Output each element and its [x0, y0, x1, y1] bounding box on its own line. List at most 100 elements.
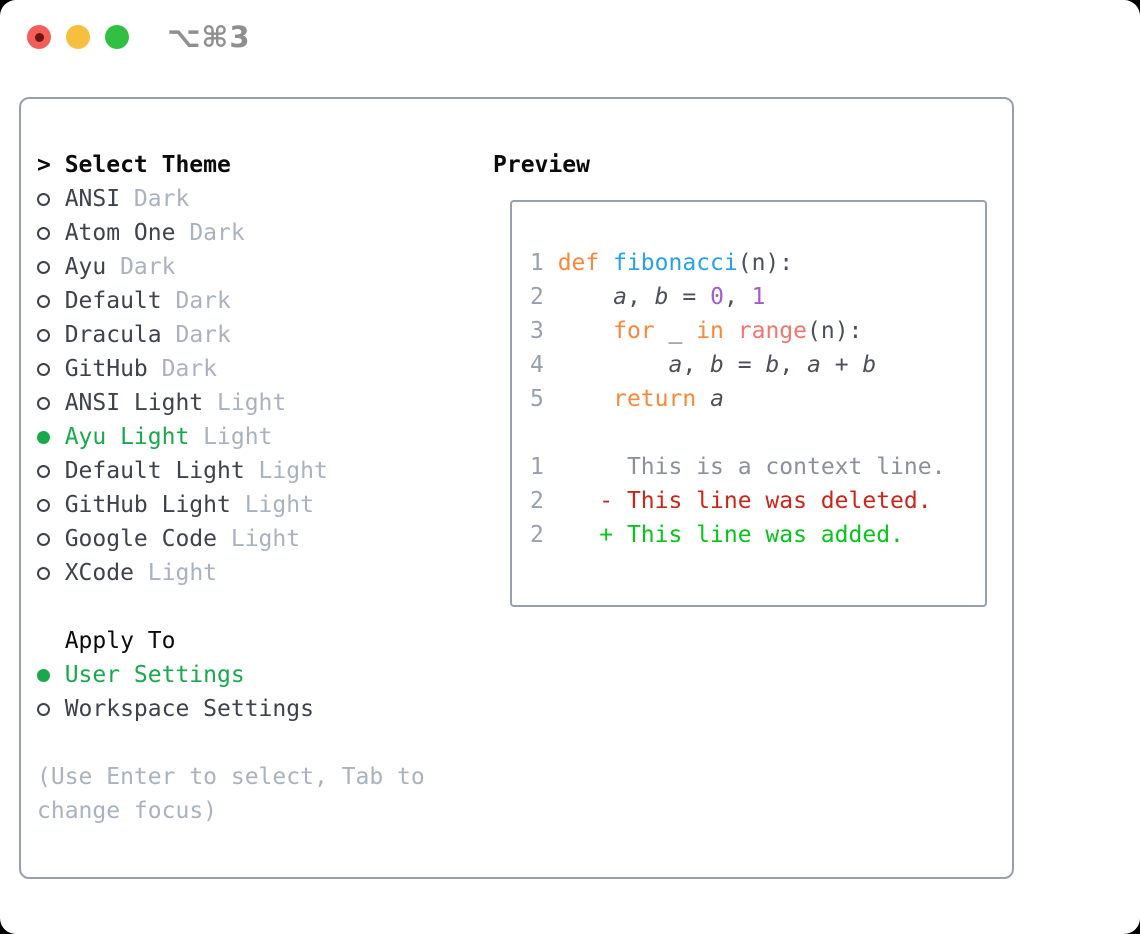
code-segment-plain — [599, 250, 613, 276]
radio-icon — [37, 464, 65, 478]
selected-radio-icon — [37, 430, 65, 444]
code-line: 4 a, b = b, a + b — [530, 348, 985, 382]
code-segment-add: + This line was added. — [599, 522, 904, 548]
radio-circle — [37, 294, 50, 308]
apply-to-option[interactable]: User Settings — [37, 658, 314, 692]
option-label: ANSI Light — [64, 390, 204, 416]
code-segment-numlit: 1 — [751, 284, 766, 310]
option-variant-label: Dark — [175, 220, 245, 246]
radio-circle — [37, 328, 50, 342]
apply-to-option[interactable]: Workspace Settings — [37, 692, 314, 726]
option-label: ANSI — [64, 186, 121, 212]
option-variant-label: Light — [203, 390, 287, 416]
radio-icon — [37, 396, 65, 410]
option-label: GitHub — [64, 356, 148, 382]
code-line — [530, 416, 985, 450]
help-line-1: (Use Enter to select, Tab to — [37, 764, 425, 790]
code-segment-plain: , — [626, 284, 655, 310]
radio-circle — [37, 702, 50, 716]
code-segment-plain — [544, 454, 627, 480]
code-segment-plain: , — [723, 284, 752, 310]
option-label: Workspace Settings — [64, 696, 314, 722]
code-segment-var: a — [710, 386, 724, 412]
code-segment-var: b — [765, 352, 780, 378]
code-segment-kw: def — [557, 250, 600, 276]
code-segment-kw: for — [613, 318, 655, 344]
theme-option[interactable]: ANSI Dark — [37, 182, 328, 216]
option-label: User Settings — [64, 662, 245, 688]
code-segment-plain — [544, 318, 613, 344]
code-segment-ctx: This is a context line. — [626, 454, 946, 480]
code-segment-plain: = — [723, 352, 766, 378]
code-segment-num: 2 — [530, 522, 544, 548]
code-segment-var: b — [654, 284, 669, 310]
radio-icon — [37, 566, 65, 580]
option-label: Ayu — [64, 254, 107, 280]
radio-circle — [37, 260, 50, 274]
code-segment-num: 4 — [530, 352, 544, 378]
theme-list-title: Select Theme — [64, 152, 231, 178]
preview-title: Preview — [493, 152, 590, 178]
theme-option[interactable]: Atom One Dark — [37, 216, 328, 250]
radio-circle — [37, 226, 50, 240]
radio-circle — [37, 668, 50, 682]
option-label: Ayu Light — [64, 424, 190, 450]
code-line: 2 - This line was deleted. — [530, 484, 985, 518]
code-segment-plain: _ — [654, 318, 697, 344]
help-line-2: change focus) — [37, 798, 218, 824]
code-segment-call: range — [737, 318, 808, 344]
theme-option[interactable]: GitHub Light Light — [37, 488, 328, 522]
zoom-button[interactable] — [105, 25, 129, 49]
option-variant-label: Dark — [120, 186, 190, 212]
theme-option[interactable]: Dracula Dark — [37, 318, 328, 352]
code-segment-plain: + — [820, 352, 863, 378]
code-line: 1 def fibonacci(n): — [530, 246, 985, 280]
theme-option[interactable]: Default Light Light — [37, 454, 328, 488]
theme-option[interactable]: ANSI Light Light — [37, 386, 328, 420]
code-segment-plain: (n): — [737, 250, 794, 276]
code-segment-var: a — [807, 352, 821, 378]
option-variant-label: Light — [230, 492, 314, 518]
theme-option[interactable]: Google Code Light — [37, 522, 328, 556]
option-label: Google Code — [64, 526, 218, 552]
option-label: Default Light — [64, 458, 245, 484]
code-segment-num: 1 — [530, 250, 558, 276]
radio-icon — [37, 532, 65, 546]
radio-icon — [37, 192, 65, 206]
theme-option[interactable]: Ayu Dark — [37, 250, 328, 284]
radio-icon — [37, 498, 65, 512]
help-text: (Use Enter to select, Tab to change focu… — [37, 760, 425, 828]
radio-icon — [37, 260, 65, 274]
code-segment-num: 2 — [530, 284, 544, 310]
code-segment-var: b — [710, 352, 724, 378]
option-label: Default — [64, 288, 162, 314]
option-label: GitHub Light — [64, 492, 231, 518]
option-variant-label: Dark — [161, 322, 231, 348]
radio-circle — [37, 464, 50, 478]
radio-circle — [37, 498, 50, 512]
code-segment-plain — [544, 386, 613, 412]
code-segment-num: 3 — [530, 318, 544, 344]
option-label: XCode — [64, 560, 134, 586]
selected-radio-icon — [37, 668, 65, 682]
close-button[interactable] — [27, 25, 51, 49]
radio-icon — [37, 226, 65, 240]
code-segment-fn: fibonacci — [613, 250, 738, 276]
minimize-button[interactable] — [66, 25, 90, 49]
theme-option[interactable]: Default Dark — [37, 284, 328, 318]
close-dot-icon — [34, 32, 44, 42]
code-segment-del: - This line was deleted. — [599, 488, 932, 514]
code-line: 3 for _ in range(n): — [530, 314, 985, 348]
code-segment-var: a — [613, 284, 627, 310]
option-variant-label: Dark — [147, 356, 218, 382]
theme-option[interactable]: GitHub Dark — [37, 352, 328, 386]
theme-option[interactable]: Ayu Light Light — [37, 420, 328, 454]
apply-to-header-row: Apply To — [37, 624, 314, 658]
theme-option[interactable]: XCode Light — [37, 556, 328, 590]
option-label: Atom One — [64, 220, 176, 246]
option-variant-label: Light — [133, 560, 218, 586]
